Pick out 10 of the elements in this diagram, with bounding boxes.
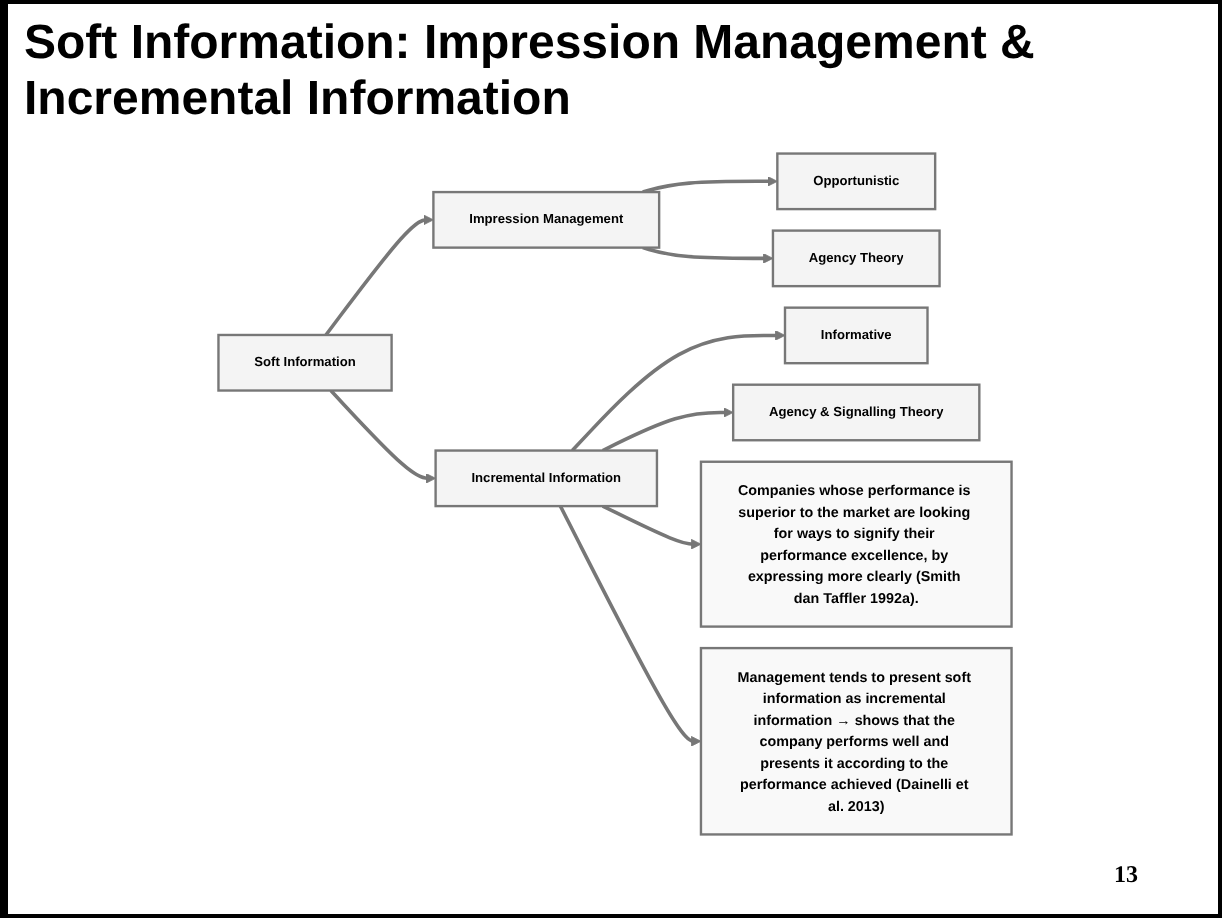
arrow (601, 407, 734, 453)
arrow (642, 245, 774, 264)
arrow (642, 176, 778, 194)
arrow (324, 214, 434, 337)
arrow (558, 505, 702, 747)
page-number: 13 (1114, 860, 1138, 890)
slide-title: Soft Information: Impression Management & Incremental Information (24, 16, 1037, 127)
arrow (570, 330, 786, 452)
arrow (329, 389, 437, 484)
arrow (601, 504, 702, 550)
